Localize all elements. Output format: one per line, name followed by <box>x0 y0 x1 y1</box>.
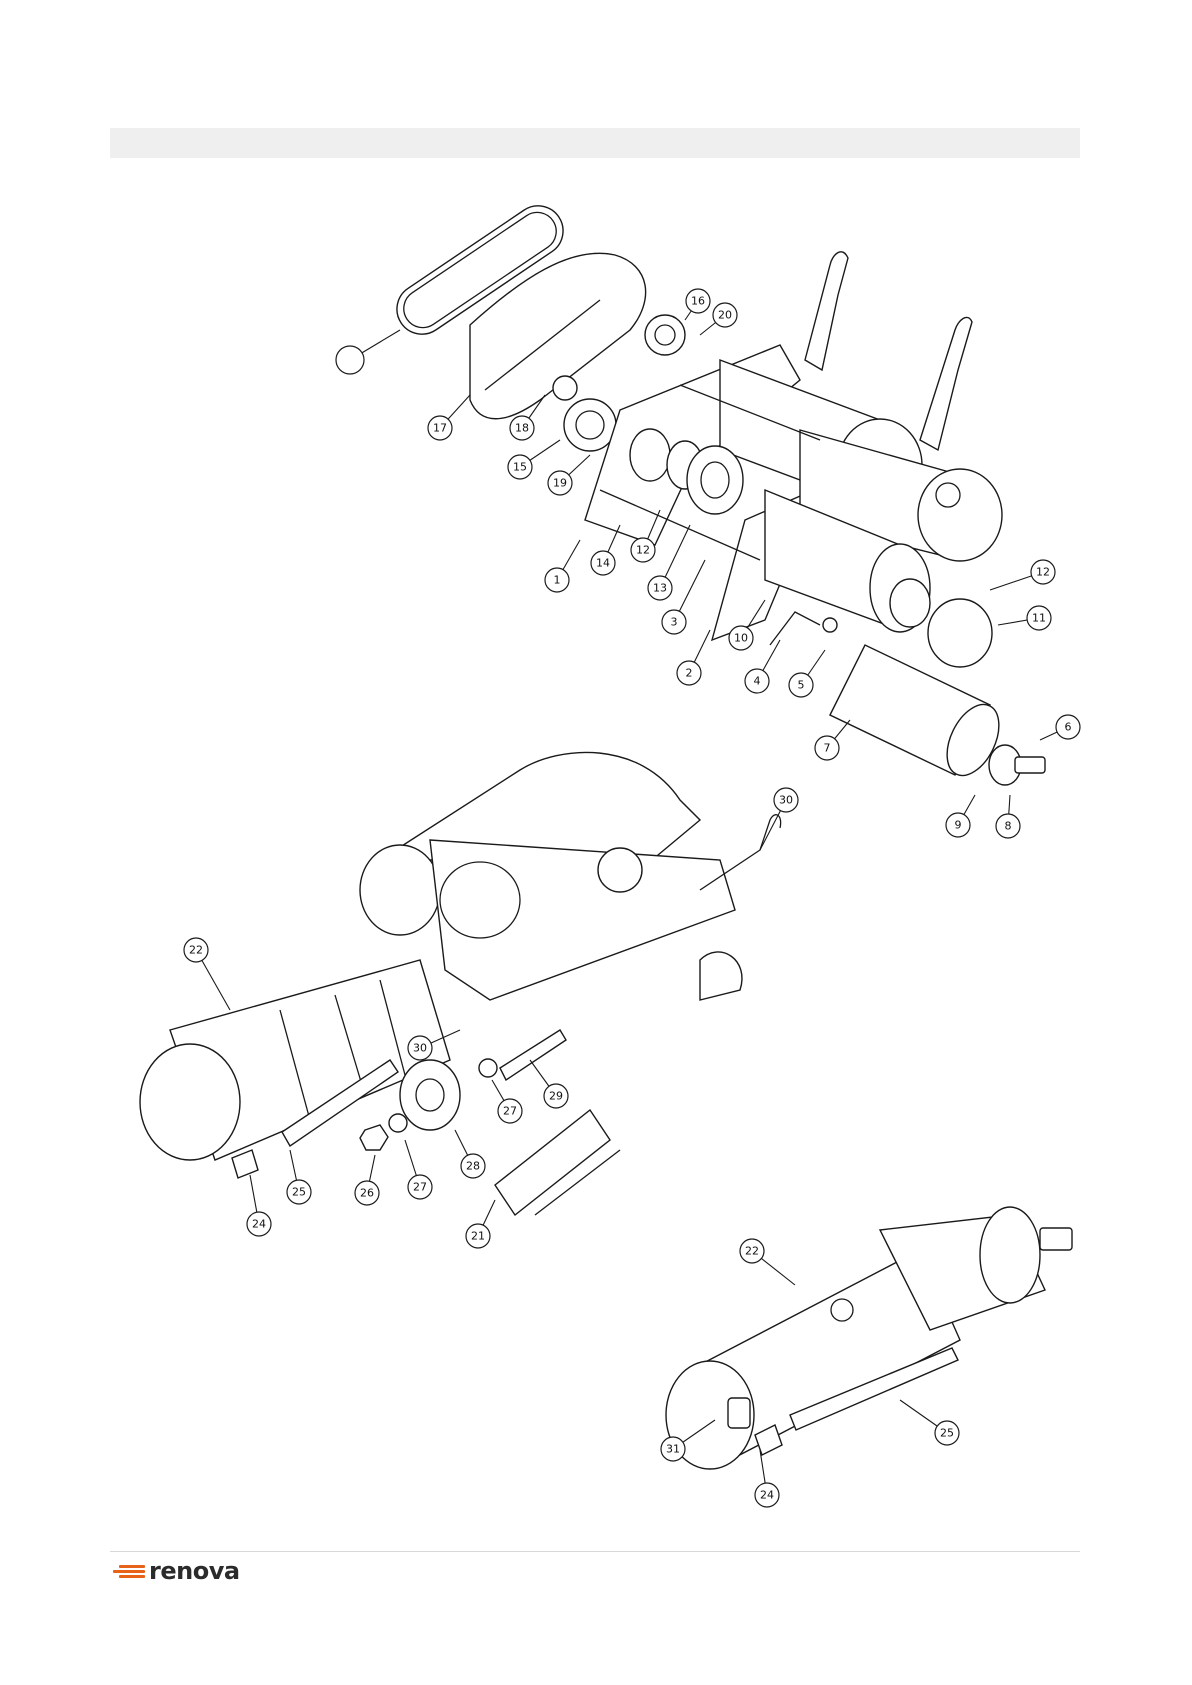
callout-number: 27 <box>503 1105 517 1118</box>
bracket-21 <box>495 1110 610 1215</box>
callout-number: 21 <box>471 1230 485 1243</box>
callout-number: 11 <box>1032 612 1046 625</box>
callout-number: 10 <box>734 632 748 645</box>
clip-4 <box>770 612 820 645</box>
callout-bottom-3: 24 <box>755 1450 779 1507</box>
callout-top-5: 16 <box>685 289 710 320</box>
callout-number: 18 <box>515 422 529 435</box>
callout-number: 30 <box>413 1042 427 1055</box>
callout-number: 12 <box>1036 566 1050 579</box>
callout-top-17: 11 <box>998 606 1051 630</box>
callout-middle-7: 26 <box>355 1155 379 1205</box>
callout-number: 22 <box>745 1245 759 1258</box>
output-shaft <box>1040 1228 1072 1250</box>
washer-27 <box>389 1114 407 1132</box>
callout-top-15: 5 <box>789 650 825 697</box>
callout-number: 15 <box>513 461 527 474</box>
callout-number: 13 <box>653 582 667 595</box>
callout-top-0 <box>336 330 400 374</box>
callout-middle-9: 24 <box>247 1175 271 1236</box>
callout-number: 20 <box>718 309 732 322</box>
callout-number: 25 <box>292 1186 306 1199</box>
callout-number: 25 <box>940 1427 954 1440</box>
callout-middle-0: 30 <box>760 788 798 850</box>
logo-text: renova <box>149 1557 240 1585</box>
callout-middle-10: 21 <box>466 1200 495 1248</box>
callout-bottom-0: 22 <box>740 1239 795 1285</box>
callout-number: 16 <box>691 295 705 308</box>
callout-number: 19 <box>553 477 567 490</box>
callout-top-1: 17 <box>428 395 470 440</box>
fitting-31 <box>728 1398 750 1428</box>
sprocket-small <box>645 315 685 355</box>
roller-28 <box>400 1060 460 1130</box>
sprocket-hub <box>553 376 577 400</box>
footer-rule <box>110 1551 1080 1552</box>
callout-number: 1 <box>554 574 561 587</box>
washer-27b <box>479 1059 497 1077</box>
end-cap-11 <box>928 599 992 667</box>
callout-middle-3: 29 <box>530 1060 568 1108</box>
frame-plate <box>430 840 735 1000</box>
callout-top-4: 19 <box>548 455 590 495</box>
flange-13 <box>687 446 743 514</box>
pin-29 <box>500 1030 566 1080</box>
callout-middle-1: 22 <box>184 938 230 1010</box>
callout-number: 3 <box>671 616 678 629</box>
triple-bar-logo-icon <box>113 1563 147 1579</box>
callout-number: 31 <box>666 1443 680 1456</box>
top-assembly <box>387 196 1045 785</box>
callout-top-8: 14 <box>591 525 620 575</box>
nut-26 <box>360 1125 388 1150</box>
callout-number: 26 <box>360 1187 374 1200</box>
callout-number: 24 <box>760 1489 774 1502</box>
roller-28-mount <box>700 952 742 1000</box>
callout-number: 17 <box>433 422 447 435</box>
callout-number: 6 <box>1065 721 1072 734</box>
callout-number: 27 <box>413 1181 427 1194</box>
bottom-assembly <box>666 1207 1072 1469</box>
callout-number: 30 <box>779 794 793 807</box>
renova-logo: renova <box>113 1555 240 1587</box>
callout-number: 8 <box>1005 820 1012 833</box>
callout-number: 5 <box>798 679 805 692</box>
callout-number: 4 <box>754 675 761 688</box>
lever-2 <box>920 317 972 450</box>
callout-number: 14 <box>596 557 610 570</box>
callout-middle-4: 27 <box>492 1080 522 1123</box>
elbow-24 <box>232 1150 258 1178</box>
callout-top-18: 6 <box>1040 715 1080 740</box>
callout-number: 22 <box>189 944 203 957</box>
callout-number: 2 <box>686 667 693 680</box>
callout-number: 9 <box>955 819 962 832</box>
bearing-12-right <box>890 579 930 627</box>
callout-top-19: 7 <box>815 720 850 760</box>
rear-cover <box>360 845 440 935</box>
callout-top-21: 8 <box>996 795 1020 838</box>
washer-5 <box>823 618 837 632</box>
callout-middle-8: 25 <box>287 1150 311 1204</box>
callout-middle-6: 27 <box>405 1140 432 1199</box>
callout-top-16: 12 <box>990 560 1055 590</box>
callout-number: 29 <box>549 1090 563 1103</box>
callout-number: 28 <box>466 1160 480 1173</box>
callout-number: 12 <box>636 544 650 557</box>
callout-bubble <box>336 346 364 374</box>
callout-bottom-1: 25 <box>900 1400 959 1445</box>
motor-22-end <box>140 1044 240 1160</box>
callout-top-14: 4 <box>745 640 780 693</box>
middle-assembly <box>140 752 781 1215</box>
callout-top-12: 2 <box>677 630 710 685</box>
callout-number: 24 <box>252 1218 266 1231</box>
lever-1 <box>805 252 848 370</box>
ring-14 <box>630 429 670 481</box>
callout-top-7: 1 <box>545 540 580 592</box>
callout-top-20: 9 <box>946 795 975 837</box>
shaft-6 <box>1015 757 1045 773</box>
sprocket-large <box>564 399 616 451</box>
callout-middle-5: 28 <box>455 1130 485 1178</box>
callout-number: 7 <box>824 742 831 755</box>
